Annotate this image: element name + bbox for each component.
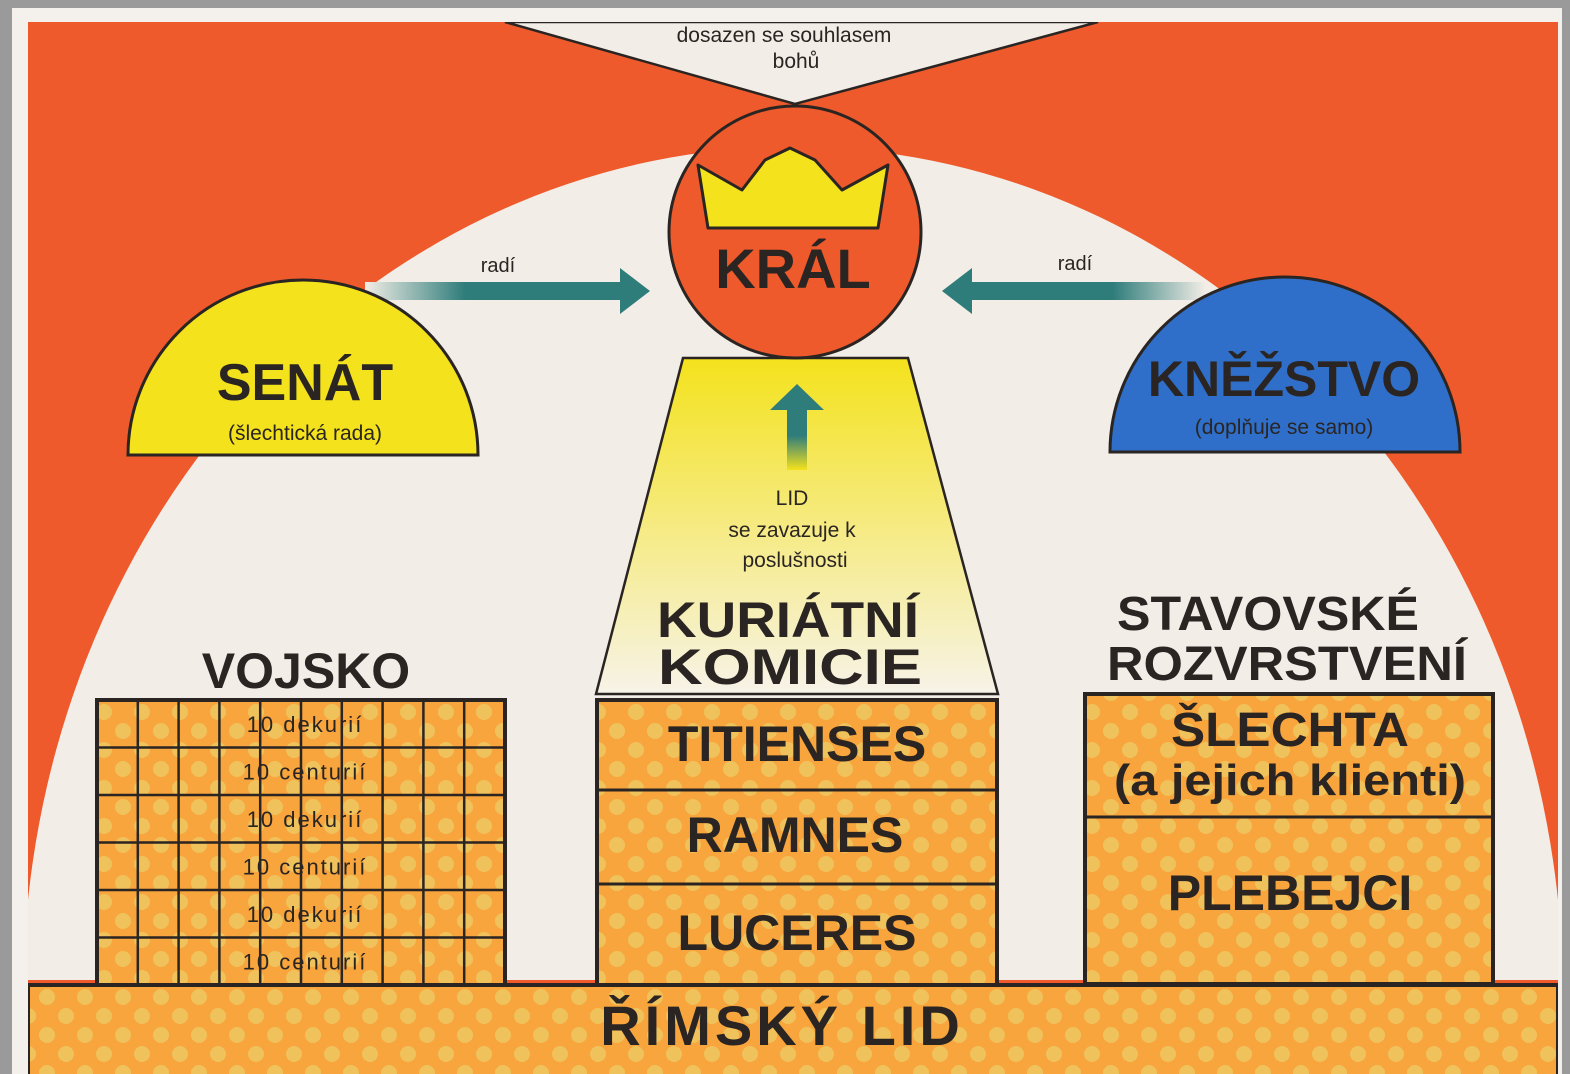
top-note-line2: bohů — [773, 50, 820, 73]
crown-icon — [696, 146, 890, 230]
top-note-line1: dosazen se souhlasem — [677, 24, 892, 47]
base-label: ŘÍMSKÝ LID — [600, 994, 964, 1057]
divine-triangle — [504, 22, 1099, 106]
senate-title: SENÁT — [217, 354, 393, 412]
army-row-label: 10 dekurií — [247, 712, 364, 737]
advise-right-label: radí — [1058, 253, 1093, 275]
comitia-title-line2: KOMICIE — [658, 639, 922, 695]
people-note-line1: LID — [776, 487, 809, 510]
up-arrow — [770, 384, 824, 470]
king-circle — [667, 104, 923, 360]
army-row-label: 10 centurií — [243, 759, 368, 784]
people-note-line3: poslušnosti — [742, 549, 847, 572]
army-row-label: 10 centurií — [243, 949, 368, 974]
nobility-line2: (a jejich klienti) — [1114, 756, 1466, 805]
estates-title-line2: ROZVRSTVENÍ — [1107, 637, 1469, 691]
comitia-beam — [594, 356, 1000, 696]
army-row-label: 10 centurií — [243, 854, 368, 879]
army-row-label: 10 dekurií — [247, 807, 364, 832]
senate-dome — [126, 278, 480, 457]
nobility-line1: ŠLECHTA — [1171, 702, 1409, 757]
advise-left-label: radí — [481, 255, 516, 277]
plebeians-label: PLEBEJCI — [1168, 865, 1413, 921]
tribe-titienses: TITIENSES — [668, 716, 926, 772]
comitia-box — [595, 698, 999, 987]
right-advise-arrow — [942, 268, 1205, 314]
senate-subtitle: (šlechtická rada) — [228, 422, 382, 445]
left-advise-arrow — [365, 268, 650, 314]
priesthood-subtitle: (doplňuje se samo) — [1195, 416, 1374, 439]
base-box — [28, 983, 1558, 1074]
priesthood-dome — [1108, 275, 1462, 454]
priesthood-title: KNĚŽSTVO — [1148, 351, 1420, 407]
estates-title-line1: STAVOVSKÉ — [1117, 587, 1419, 641]
people-note-line2: se zavazuje k — [728, 519, 856, 542]
army-row-label: 10 dekurií — [247, 902, 364, 927]
king-label: KRÁL — [715, 237, 871, 300]
tribe-luceres: LUCERES — [678, 905, 917, 961]
estates-box — [1083, 692, 1495, 986]
army-title: VOJSKO — [202, 643, 410, 699]
army-rows: 10 dekurií 10 centurií 10 dekurií 10 centur… — [243, 712, 368, 975]
army-grid-lines — [97, 700, 505, 985]
tribe-ramnes: RAMNES — [687, 807, 904, 863]
comitia-title-line1: KURIÁTNÍ — [657, 592, 920, 648]
